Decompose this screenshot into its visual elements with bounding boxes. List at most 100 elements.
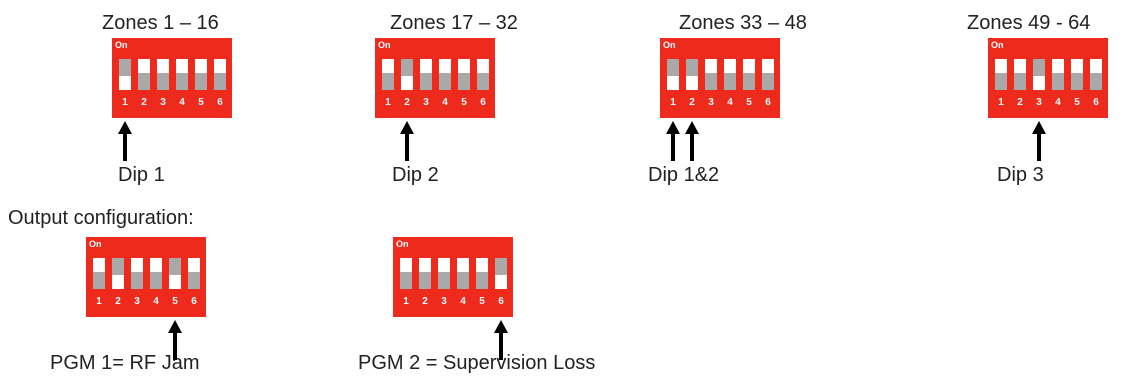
dip-switch-2 [112, 258, 124, 289]
up-arrow-icon [666, 121, 680, 161]
dip-switch-2 [419, 258, 431, 289]
dip-switch-1 [995, 59, 1007, 90]
dip-on-label: On [89, 239, 102, 249]
up-arrow-icon [168, 320, 182, 360]
dip-switch-number: 1 [96, 296, 102, 307]
dip-switch-knob [401, 59, 413, 76]
dip-switch-number: 6 [480, 97, 486, 108]
dip-switch-number: 4 [1055, 97, 1061, 108]
dip-switch-knob [762, 73, 774, 90]
dip-switch-number: 3 [160, 97, 166, 108]
dip-switch-knob [724, 73, 736, 90]
dip-switch-number: 6 [217, 97, 223, 108]
dip-switch-knob [439, 73, 451, 90]
dip-switch-number: 2 [422, 296, 428, 307]
dip-switch-knob [705, 73, 717, 90]
output-configuration-heading: Output configuration: [8, 207, 194, 229]
dip-switch-knob [382, 73, 394, 90]
dip-switch-6 [214, 59, 226, 90]
dip-switch-knob [477, 73, 489, 90]
dip-switch-knob [157, 73, 169, 90]
dip-switch-knob [195, 73, 207, 90]
dip-switch-2 [401, 59, 413, 90]
pgm-1-caption: PGM 1= RF Jam [50, 352, 200, 374]
dip-switch-knob [1033, 59, 1045, 76]
dip-switch-number: 5 [1074, 97, 1080, 108]
dip-switch-knob [150, 272, 162, 289]
dip-switch-number: 2 [115, 296, 121, 307]
dip-switch-5 [743, 59, 755, 90]
dip-on-label: On [396, 239, 409, 249]
dip-switch-5 [169, 258, 181, 289]
dip-switch-number: 3 [1036, 97, 1042, 108]
zones-17-32-title: Zones 17 – 32 [390, 12, 518, 34]
dip-switch-knob [1090, 73, 1102, 90]
dip-switch-number: 1 [998, 97, 1004, 108]
dip-switch-6 [762, 59, 774, 90]
dip-switch-number: 5 [172, 296, 178, 307]
dip-switch-number: 6 [765, 97, 771, 108]
dip-switch-knob [169, 258, 181, 275]
dip-switch-3 [157, 59, 169, 90]
dip-switch-1 [400, 258, 412, 289]
dip-switch-knob [457, 272, 469, 289]
dip-switch-1 [119, 59, 131, 90]
dip-switch-6 [477, 59, 489, 90]
dip-switch-knob [176, 73, 188, 90]
dip-switch-knob [438, 272, 450, 289]
dip-switch-knob [1071, 73, 1083, 90]
dip-switch-5 [195, 59, 207, 90]
dip-switch-number: 1 [122, 97, 128, 108]
dip-switch-knob [119, 59, 131, 76]
dip-switch-1 [667, 59, 679, 90]
up-arrow-icon [118, 121, 132, 161]
dip-switch-3 [420, 59, 432, 90]
dip-switch-knob [214, 73, 226, 90]
dip-switch-2 [1014, 59, 1026, 90]
dip-switch-knob [1052, 73, 1064, 90]
dip-switch-knob [419, 272, 431, 289]
dip-switch-3 [1033, 59, 1045, 90]
dip-switch-6 [188, 258, 200, 289]
dip-switch-6 [495, 258, 507, 289]
dip-switch-knob [495, 258, 507, 275]
dip-switch-4 [439, 59, 451, 90]
dip-switch-knob [743, 73, 755, 90]
dip-switch-4 [176, 59, 188, 90]
dip-switch-number: 5 [746, 97, 752, 108]
dip-switch-4 [724, 59, 736, 90]
dip-switch-knob [667, 59, 679, 76]
dip-switch-knob [93, 272, 105, 289]
dip-switch-number: 6 [191, 296, 197, 307]
up-arrow-icon [400, 121, 414, 161]
dip-switch-3 [705, 59, 717, 90]
dip-switch-3 [438, 258, 450, 289]
dip-switch-number: 1 [385, 97, 391, 108]
dip-switch-1 [382, 59, 394, 90]
dip-on-label: On [115, 40, 128, 50]
dip-switch-number: 5 [461, 97, 467, 108]
dip-switch-knob [1014, 73, 1026, 90]
dip-switch-knob [458, 73, 470, 90]
up-arrow-icon [685, 121, 699, 161]
zones-1-16-caption: Dip 1 [118, 164, 165, 186]
dip-switch-knob [995, 73, 1007, 90]
dip-switch-knob [686, 59, 698, 76]
dip-switch-number: 2 [404, 97, 410, 108]
dip-switch-number: 5 [479, 296, 485, 307]
dip-switch-number: 4 [153, 296, 159, 307]
dip-switch-2 [138, 59, 150, 90]
zones-49-64-title: Zones 49 - 64 [967, 12, 1091, 34]
dip-switch-knob [112, 258, 124, 275]
dip-switch-number: 3 [441, 296, 447, 307]
dip-switch-number: 3 [708, 97, 714, 108]
dip-switch-knob [138, 73, 150, 90]
pgm-2-caption: PGM 2 = Supervision Loss [358, 352, 596, 374]
dip-switch-number: 5 [198, 97, 204, 108]
dip-switch-5 [476, 258, 488, 289]
dip-switch-knob [476, 272, 488, 289]
dip-switch-number: 4 [727, 97, 733, 108]
